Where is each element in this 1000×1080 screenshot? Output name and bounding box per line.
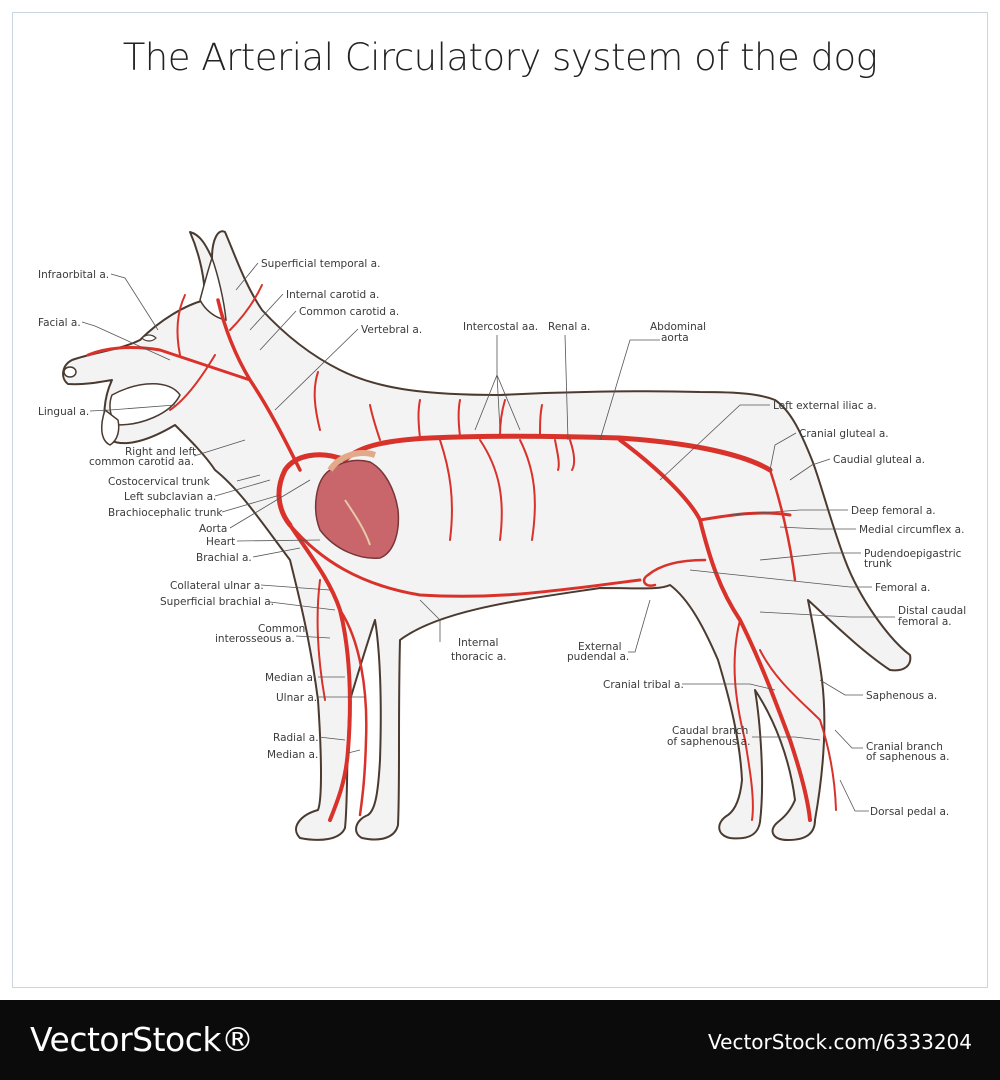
label-superficial-temporal: Superficial temporal a. (261, 258, 380, 270)
label-brachial: Brachial a. (196, 552, 252, 564)
eye (141, 334, 157, 342)
leader-lines (81, 262, 895, 812)
label-left-external-iliac: Left external iliac a. (773, 400, 877, 412)
label-distal-caudal-femoral-1: Distal caudal (898, 605, 966, 617)
label-right-left-common-carotid-1: Right and left (125, 446, 196, 458)
label-pudendoepigastric-2: trunk (864, 558, 893, 570)
label-femoral: Femoral a. (875, 582, 930, 594)
brand-logo[interactable]: VectorStock® (30, 1020, 254, 1059)
label-ulnar: Ulnar a. (276, 692, 317, 704)
label-saphenous: Saphenous a. (866, 690, 937, 702)
label-caudal-gluteal: Caudial gluteal a. (833, 454, 925, 466)
label-infraorbital: Infraorbital a. (38, 269, 109, 281)
label-internal-thoracic-1: Internal (458, 637, 498, 649)
mouth (109, 383, 181, 426)
nose (63, 366, 77, 378)
label-distal-caudal-femoral-2: femoral a. (898, 616, 952, 628)
label-aorta: Aorta (199, 523, 227, 535)
dog-arterial-diagram: Infraorbital a. Facial a. Lingual a. Sup… (38, 230, 966, 841)
page-title: The Arterial Circulatory system of the d… (122, 36, 878, 79)
heart (314, 450, 400, 559)
label-medial-circumflex: Medial circumflex a. (859, 524, 964, 536)
label-superficial-brachial: Superficial brachial a. (160, 596, 274, 608)
label-median-2: Median a. (267, 749, 318, 761)
label-cranial-branch-saphenous-2: of saphenous a. (866, 751, 949, 763)
arteries (86, 284, 837, 822)
label-pudendoepigastric-1: Pudendoepigastric (864, 548, 962, 560)
label-heart: Heart (206, 536, 235, 548)
label-common-carotid: Common carotid a. (299, 306, 399, 318)
label-internal-thoracic-2: thoracic a. (451, 651, 507, 663)
label-median-1: Median a. (265, 672, 316, 684)
dog-silhouette (62, 230, 912, 841)
labels: Infraorbital a. Facial a. Lingual a. Sup… (38, 258, 966, 818)
label-lingual: Lingual a. (38, 406, 89, 418)
label-right-left-common-carotid-2: common carotid aa. (89, 456, 194, 468)
label-radial: Radial a. (273, 732, 319, 744)
label-external-pudendal-1: External (578, 641, 622, 653)
image-id-text: VectorStock.com/6333204 (708, 1030, 972, 1054)
label-common-interosseous-1: Common (258, 623, 305, 635)
label-dorsal-pedal: Dorsal pedal a. (870, 806, 949, 818)
label-cranial-branch-saphenous-1: Cranial branch (866, 741, 943, 753)
label-deep-femoral: Deep femoral a. (851, 505, 936, 517)
label-caudal-branch-saphenous-1: Caudal branch (672, 725, 748, 737)
label-left-subclavian: Left subclavian a. (124, 491, 216, 503)
label-facial: Facial a. (38, 317, 81, 329)
label-abdominal-aorta-2: aorta (661, 332, 689, 344)
label-cranial-tibial: Cranial tribal a. (603, 679, 684, 691)
label-caudal-branch-saphenous-2: of saphenous a. (667, 736, 750, 748)
label-external-pudendal-2: pudendal a. (567, 651, 629, 663)
tongue (100, 408, 120, 446)
label-intercostal: Intercostal aa. (463, 321, 538, 333)
label-abdominal-aorta-1: Abdominal (650, 321, 706, 333)
label-vertebral: Vertebral a. (361, 324, 422, 336)
label-brachiocephalic: Brachiocephalic trunk (108, 507, 223, 519)
label-internal-carotid: Internal carotid a. (286, 289, 379, 301)
label-renal: Renal a. (548, 321, 590, 333)
label-collateral-ulnar: Collateral ulnar a. (170, 580, 264, 592)
footer-bar: VectorStock® VectorStock.com/6333204 (0, 1000, 1000, 1080)
label-cranial-gluteal: Cranial gluteal a. (799, 428, 889, 440)
label-common-interosseous-2: interosseous a. (215, 633, 295, 645)
label-costocervical: Costocervical trunk (108, 476, 211, 488)
